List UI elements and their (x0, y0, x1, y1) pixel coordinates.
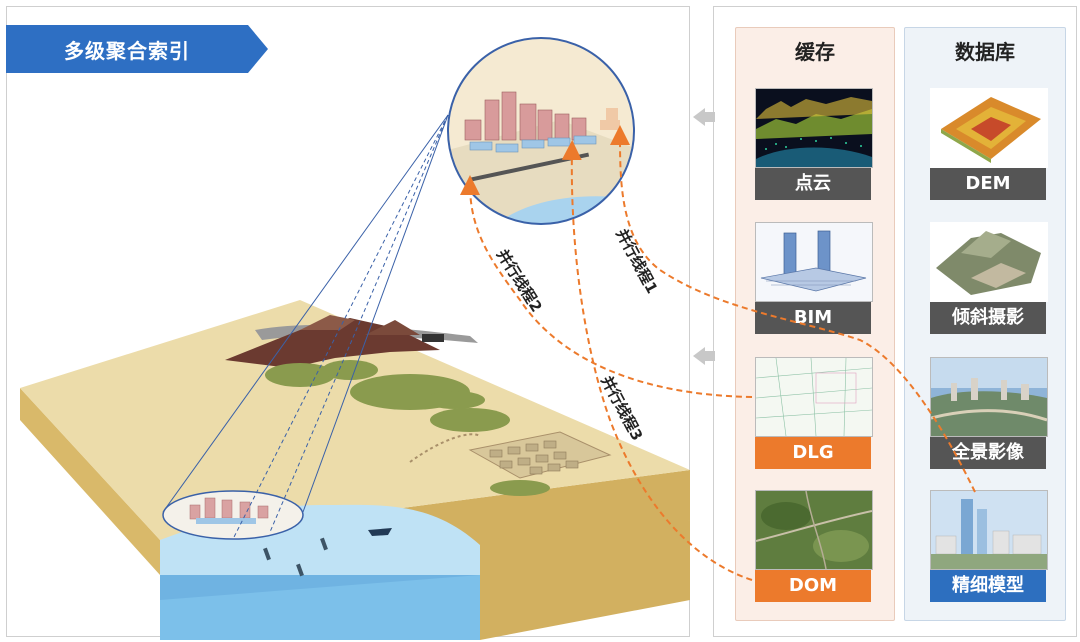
oblique-thumbnail (930, 222, 1048, 302)
database-title: 数据库 (955, 40, 1015, 64)
db-label-oblique: 倾斜摄影 (930, 302, 1046, 334)
boat (368, 528, 392, 536)
arrow-stem (705, 351, 715, 361)
finemodel-thumbnail (930, 490, 1048, 570)
dlg-thumbnail (755, 357, 873, 437)
title-banner: 多级聚合索引 (6, 25, 268, 73)
cache-label-pointcloud: 点云 (755, 168, 871, 200)
terrain-scene (20, 37, 690, 640)
projection-lines (162, 114, 449, 540)
arrow-left-icon (693, 108, 705, 126)
truck (422, 334, 444, 342)
board-top (20, 300, 690, 540)
cache-label-bim: BIM (755, 302, 871, 334)
bim-thumbnail (755, 222, 873, 302)
cache-card-pointcloud[interactable]: 点云 (755, 88, 873, 200)
arrow-stem (705, 112, 715, 122)
db-label-dem: DEM (930, 168, 1046, 200)
db-card-oblique[interactable]: 倾斜摄影 (930, 222, 1048, 334)
db-card-finemodel[interactable]: 精细模型 (930, 490, 1048, 602)
cache-card-dom[interactable]: DOM (755, 490, 873, 602)
db-card-panorama[interactable]: 全景影像 (930, 357, 1048, 469)
cache-card-bim[interactable]: BIM (755, 222, 873, 334)
panorama-thumbnail (930, 357, 1048, 437)
banner-arrow-shape (6, 25, 268, 73)
db-label-finemodel: 精细模型 (930, 570, 1046, 602)
cache-card-dlg[interactable]: DLG (755, 357, 873, 469)
cache-title: 缓存 (795, 40, 835, 64)
dom-thumbnail (755, 490, 873, 570)
board-side-left (20, 388, 160, 575)
dem-thumbnail (930, 88, 1048, 168)
cache-label-dlg: DLG (755, 437, 871, 469)
db-card-dem[interactable]: DEM (930, 88, 1048, 200)
lower-view-ellipse (162, 490, 304, 540)
forest (265, 360, 550, 496)
db-label-panorama: 全景影像 (930, 437, 1046, 469)
pointcloud-thumbnail (755, 88, 873, 168)
cache-label-dom: DOM (755, 570, 871, 602)
banner-title: 多级聚合索引 (64, 39, 190, 63)
arrow-left-icon (693, 347, 705, 365)
